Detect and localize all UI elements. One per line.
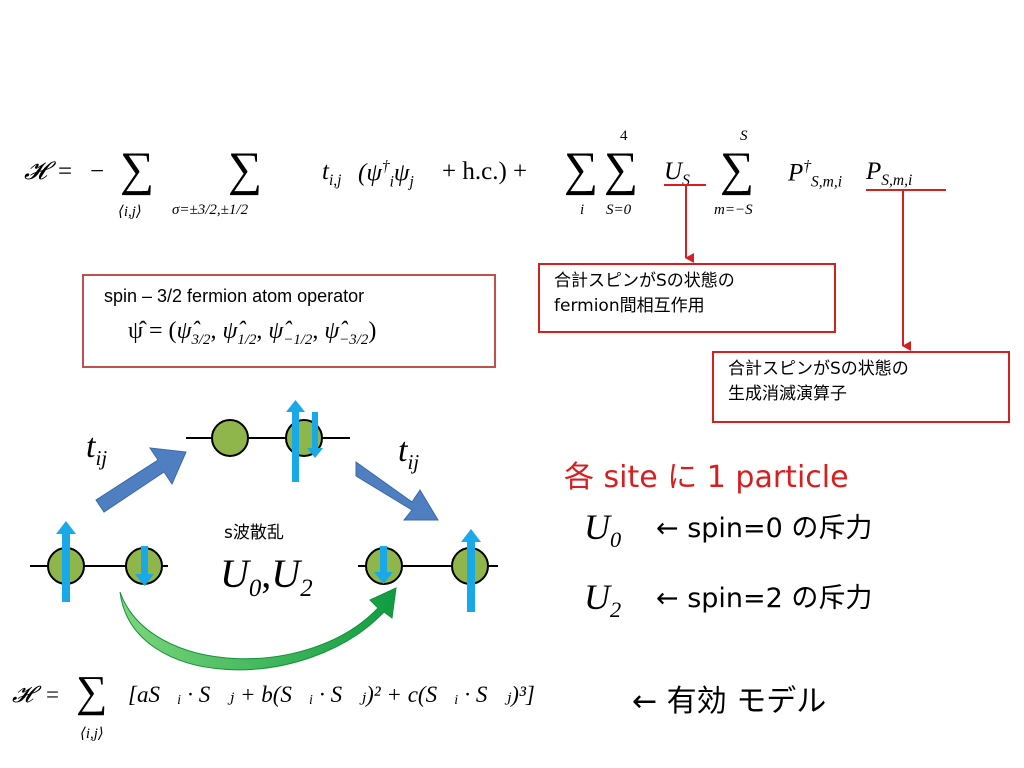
sum-sup-4: 4	[620, 128, 628, 144]
eff-body: [aS⃗ᵢ · S⃗ⱼ + b(S⃗ᵢ · S⃗ⱼ)² + c(S⃗ᵢ · S⃗…	[128, 682, 535, 707]
eff-sum: ∑	[76, 667, 108, 716]
eff-eq: =	[46, 682, 59, 707]
hop-label-right: tij	[398, 432, 420, 474]
legend-u0-symbol: U0	[584, 507, 622, 553]
eff-sum-sub: ⟨i,j⟩	[80, 726, 104, 742]
psi-term: (ψ†iψj	[358, 158, 414, 191]
h-lhs: 𝓗	[24, 158, 47, 185]
eff-lhs: 𝓗	[12, 682, 33, 707]
sum-sign-2: ∑	[228, 143, 263, 196]
legend-u2-desc: ← spin=2 の斥力	[656, 583, 873, 614]
operator-formula: ψ̂ = (ψ̂3/2, ψ̂1/2, ψ̂−1/2, ψ̂−3/2)	[128, 318, 377, 348]
sum-sub-3: i	[580, 202, 585, 218]
u-s-term: US	[664, 158, 690, 189]
p-dagger-term: P†S,m,i	[788, 158, 843, 191]
spin-down-icon	[307, 412, 323, 458]
legend-u2-symbol: U2	[584, 577, 622, 623]
spin-up-icon	[56, 521, 76, 602]
hc-term: + h.c.) +	[442, 158, 528, 185]
s-wave-label: s波散乱	[224, 523, 284, 543]
callout-interaction-line1: 合計スピンがSの状態の	[554, 271, 735, 291]
spin-up-icon	[461, 529, 481, 612]
scattering-couplings: U0,U2	[220, 551, 313, 602]
h-minus: −	[90, 158, 105, 185]
site-top-left	[211, 419, 249, 457]
scattering-arrow	[119, 587, 397, 671]
p-term: PS,m,i	[866, 158, 913, 189]
callout-operator-line2: 生成消滅演算子	[728, 384, 847, 404]
sum-sign-4: ∑	[604, 143, 639, 196]
hop-label-left: tij	[86, 428, 108, 470]
spin-down-icon	[135, 546, 154, 586]
effective-hamiltonian: 𝓗 = ∑ ⟨i,j⟩ [aS⃗ᵢ · S⃗ⱼ + b(S⃗ᵢ · S⃗ⱼ)² …	[12, 664, 612, 754]
effective-model-label: ← 有効 モデル	[632, 684, 827, 719]
legend-header: 各 site に 1 particle	[564, 460, 849, 495]
sum-sub-4: S=0	[606, 202, 632, 218]
callout-operator: 合計スピンがSの状態の 生成消滅演算子	[712, 351, 1010, 423]
callout-operator-line1: 合計スピンがSの状態の	[728, 359, 909, 379]
sum-sub-2: σ=±3/2,±1/2	[172, 202, 249, 218]
hop-arrow-right	[355, 461, 439, 521]
legend-u0-desc: ← spin=0 の斥力	[656, 513, 873, 544]
spin-down-icon	[374, 546, 393, 584]
operator-title: spin – 3/2 fermion atom operator	[104, 286, 365, 306]
sum-sign-1: ∑	[120, 143, 155, 196]
main-hamiltonian: 𝓗 = − ∑ ⟨i,j⟩ ∑ σ=±3/2,±1/2 ti,j (ψ†iψj …	[24, 128, 984, 228]
h-eq: =	[58, 158, 73, 185]
callout-interaction: 合計スピンがSの状態の fermion間相互作用	[538, 263, 836, 333]
callout-interaction-line2: fermion間相互作用	[554, 296, 705, 316]
hop-arrow-left	[95, 447, 187, 513]
operator-definition-box: spin – 3/2 fermion atom operator ψ̂ = (ψ…	[82, 274, 496, 368]
sum-sub-5: m=−S	[714, 202, 753, 218]
sum-sign-3: ∑	[564, 143, 599, 196]
sum-sub-1: ⟨i,j⟩	[118, 204, 142, 220]
sum-sup-5: S	[740, 128, 748, 144]
hopping-term: ti,j	[322, 158, 342, 189]
spin-up-icon	[286, 400, 305, 482]
sum-sign-5: ∑	[720, 143, 755, 196]
